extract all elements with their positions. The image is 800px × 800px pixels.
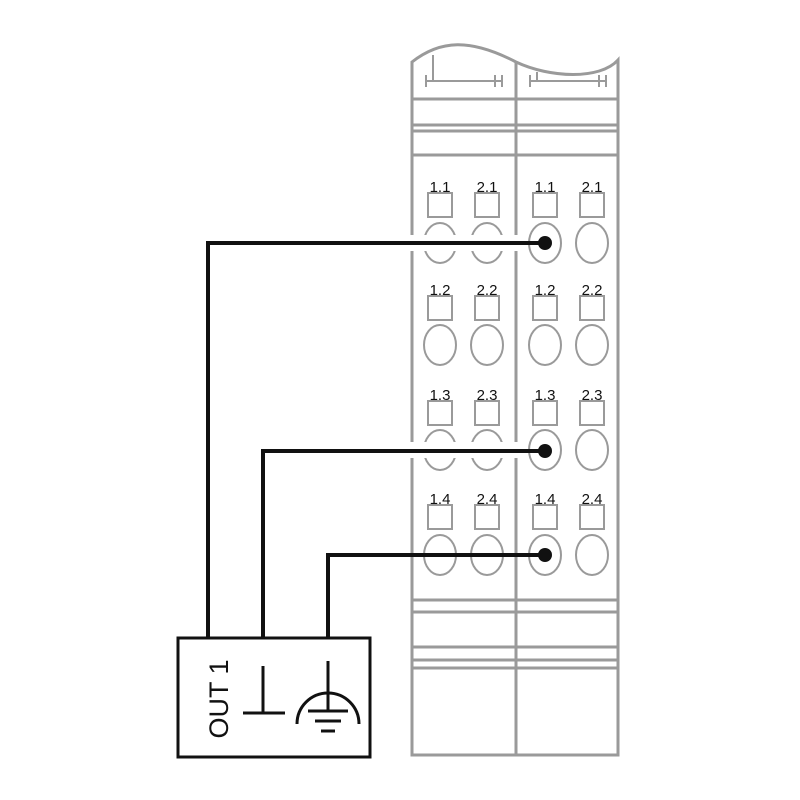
terminal-marker-square [474, 400, 500, 426]
terminal-marker-square [532, 192, 558, 218]
wires [206, 235, 552, 638]
ground-icon [243, 666, 285, 715]
block-outline [410, 43, 620, 757]
terminal-marker-square [474, 295, 500, 321]
terminal-label: 1.3 [535, 387, 556, 404]
terminal-label: 1.1 [430, 179, 451, 196]
terminal-marker-square [474, 192, 500, 218]
terminal-push-release[interactable] [528, 324, 562, 366]
terminal-dot [538, 548, 552, 562]
terminal-push-release[interactable] [470, 324, 504, 366]
terminal-marker-square [427, 295, 453, 321]
terminal-block: 1.1 2.1 1.2 2.2 1.3 2.3 1.4 2.4 1.1 2.1 1.2 2.2 1.3 2… [410, 43, 620, 757]
terminal-marker-square [579, 400, 605, 426]
terminal-push-release[interactable] [575, 324, 609, 366]
terminal-label: 1.4 [535, 491, 556, 508]
terminal-label: 2.4 [477, 491, 498, 508]
terminal-label: 1.2 [430, 282, 451, 299]
terminal-label: 2.2 [477, 282, 498, 299]
terminal-label: 2.3 [477, 387, 498, 404]
terminal-marker-square [532, 400, 558, 426]
bracket-symbol-left [425, 55, 503, 87]
wire-ground [261, 449, 545, 638]
terminal-push-release[interactable] [575, 534, 609, 576]
terminal-dot [538, 444, 552, 458]
wire-protective-earth [326, 553, 545, 638]
block-separators [412, 97, 618, 670]
terminal-label: 2.2 [582, 282, 603, 299]
terminal-marker-square [427, 400, 453, 426]
terminal-label: 2.1 [477, 179, 498, 196]
terminal-marker-square [532, 295, 558, 321]
terminal-marker-square [474, 504, 500, 530]
terminal-marker-square [427, 192, 453, 218]
wire-out1 [206, 241, 545, 638]
terminal-marker-square [579, 192, 605, 218]
terminal-marker-square [579, 504, 605, 530]
bracket-symbol-right [529, 72, 607, 87]
output-box: OUT 1 [176, 636, 372, 759]
terminal-label: 2.3 [582, 387, 603, 404]
output-label: OUT 1 [204, 659, 234, 738]
terminal-label: 2.1 [582, 179, 603, 196]
terminal-marker-square [532, 504, 558, 530]
protective-earth-icon [295, 661, 361, 733]
terminal-label: 1.4 [430, 491, 451, 508]
terminal-dot [538, 236, 552, 250]
terminals: 1.1 2.1 1.2 2.2 1.3 2.3 1.4 2.4 1.1 2.1 1.2 2.2 1.3 2… [423, 179, 609, 576]
terminal-marker-square [579, 295, 605, 321]
terminal-label: 1.3 [430, 387, 451, 404]
terminal-label: 1.1 [535, 179, 556, 196]
terminal-push-release[interactable] [423, 324, 457, 366]
terminal-label: 1.2 [535, 282, 556, 299]
terminal-push-release[interactable] [575, 429, 609, 471]
terminal-push-release[interactable] [575, 222, 609, 264]
terminal-marker-square [427, 504, 453, 530]
terminal-label: 2.4 [582, 491, 603, 508]
